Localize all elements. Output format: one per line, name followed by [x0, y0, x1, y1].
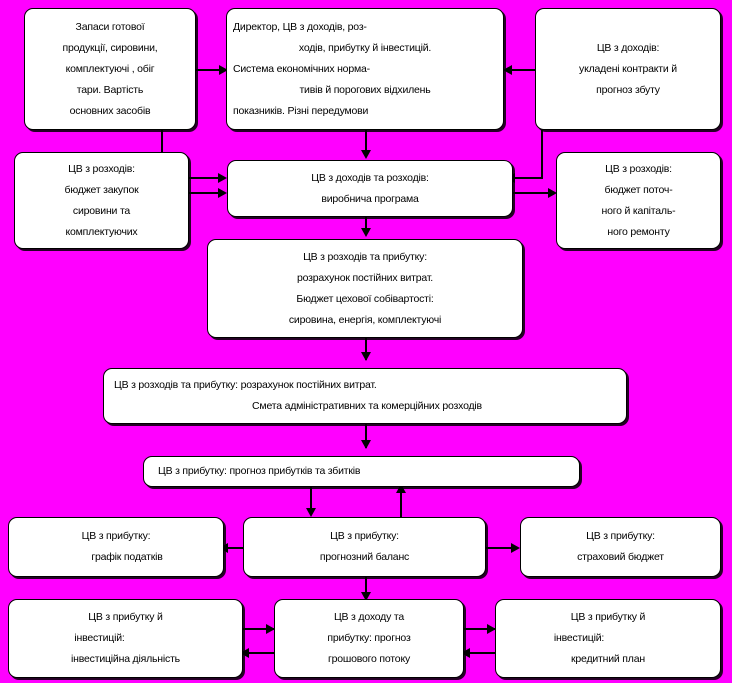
node-income-contracts[interactable]: ЦВ з доходів: укладені контракти й прогн…: [535, 8, 721, 130]
node-insurance-budget-line-2: страховий бюджет: [577, 551, 664, 563]
arrow-production-to-repair: [548, 188, 557, 198]
connector-admincost-to-profitloss-v: [365, 424, 367, 448]
node-cash-flow-line-3: грошового потоку: [327, 653, 410, 665]
node-credit-plan[interactable]: ЦВ з прибутку й інвестицій: кредитний пл…: [495, 599, 721, 678]
node-forecast-balance[interactable]: ЦВ з прибутку: прогнозний баланс: [243, 517, 486, 577]
node-tax-schedule[interactable]: ЦВ з прибутку: графік податків: [8, 517, 224, 577]
connector-credit-to-cashflow-h: [464, 652, 496, 654]
node-inventory-line-3: комплектуючі , обіг: [65, 62, 155, 75]
node-director-line-3: Система економічних норма-: [233, 62, 370, 75]
node-inventory[interactable]: Запаси готової продукції, сировини, комп…: [24, 8, 196, 130]
node-purchase-budget-line-2: бюджет закупок: [64, 183, 139, 196]
connector-contracts-to-production-v: [541, 130, 543, 178]
node-purchase-budget[interactable]: ЦВ з розходів: бюджет закупок сировини т…: [14, 152, 189, 249]
node-forecast-balance-line-2: прогнозний баланс: [319, 551, 410, 563]
node-cash-flow-line-1: ЦВ з доходу та: [333, 611, 405, 623]
node-insurance-budget[interactable]: ЦВ з прибутку: страховий бюджет: [520, 517, 721, 577]
arrow-credit-to-cashflow: [461, 648, 470, 658]
arrow-shopcost-to-admincost: [361, 352, 371, 361]
connector-cashflow-to-credit-h: [464, 628, 496, 630]
node-tax-schedule-line-2: графік податків: [91, 551, 163, 563]
arrow-admincost-to-profitloss: [361, 440, 371, 449]
arrow-balance-to-insurance: [511, 543, 520, 553]
node-repair-budget-line-4: ного ремонту: [607, 225, 670, 238]
node-director-line-5: показників. Різні передумови: [233, 104, 369, 117]
node-director-line-2: ходів, прибутку й інвестицій.: [298, 41, 432, 54]
node-inventory-line-2: продукції, сировини,: [62, 41, 158, 54]
arrow-cashflow-to-credit: [487, 624, 496, 634]
arrow-contracts-to-director: [503, 65, 512, 75]
arrow-inventory-to-director: [219, 65, 228, 75]
node-tax-schedule-line-1: ЦВ з прибутку:: [81, 530, 151, 542]
arrow-director-to-production: [361, 150, 371, 159]
node-purchase-budget-line-3: сировини та: [72, 204, 131, 217]
node-insurance-budget-line-1: ЦВ з прибутку:: [586, 530, 655, 542]
node-credit-plan-line-2: інвестицій:: [553, 632, 605, 644]
connector-contracts-to-director-h: [505, 69, 535, 71]
node-investment-activity[interactable]: ЦВ з прибутку й інвестицій: інвестиційна…: [8, 599, 243, 678]
connector-purchase-to-production-h: [189, 192, 223, 194]
connector-contracts-to-production-h: [513, 177, 543, 179]
node-repair-budget-line-2: бюджет поточ-: [604, 183, 673, 196]
node-shop-cost[interactable]: ЦВ з розходів та прибутку: розрахунок по…: [207, 239, 523, 338]
connector-balance-to-cashflow-v: [365, 577, 367, 599]
node-credit-plan-line-1: ЦВ з прибутку й: [570, 611, 646, 623]
node-investment-activity-line-1: ЦВ з прибутку й: [88, 611, 163, 623]
arrow-production-to-shopcost: [361, 228, 371, 237]
node-cash-flow[interactable]: ЦВ з доходу та прибутку: прогноз грошово…: [274, 599, 464, 678]
node-profit-loss-line-1: ЦВ з прибутку: прогноз прибутків та збит…: [158, 465, 361, 477]
node-production-program[interactable]: ЦВ з доходів та розходів: виробнича прог…: [227, 160, 513, 217]
connector-shopcost-to-admincost-v: [365, 338, 367, 360]
node-shop-cost-line-4: сировина, енергія, комплектуючі: [288, 313, 442, 326]
connector-balance-to-profitloss-v: [400, 490, 402, 517]
node-admin-cost-line-2: Смета адміністративних та комерційних ро…: [252, 400, 482, 412]
node-repair-budget-line-3: ного й капіталь-: [601, 204, 676, 217]
node-inventory-line-4: тари. Вартість: [76, 83, 144, 96]
connector-production-to-shopcost-v: [365, 217, 367, 234]
arrow-inventory-to-production: [218, 173, 227, 183]
node-shop-cost-line-2: розрахунок постійних витрат.: [297, 271, 433, 284]
node-income-contracts-line-1: ЦВ з доходів:: [596, 41, 660, 54]
node-admin-cost[interactable]: ЦВ з розходів та прибутку: розрахунок по…: [103, 368, 627, 424]
connector-inventory-to-director-h: [196, 69, 226, 71]
connector-inventory-to-production-h: [161, 177, 223, 179]
connector-balance-to-insurance-h: [486, 547, 516, 549]
connector-balance-to-tax-h: [224, 547, 254, 549]
node-production-program-line-2: виробнича програма: [321, 192, 419, 205]
connector-cashflow-to-investment-h: [243, 652, 275, 654]
node-purchase-budget-line-4: комплектуючих: [65, 225, 138, 238]
node-director-line-1: Директор, ЦВ з доходів, роз-: [233, 20, 367, 33]
node-profit-loss[interactable]: ЦВ з прибутку: прогноз прибутків та збит…: [143, 456, 580, 487]
node-inventory-line-1: Запаси готової: [75, 20, 145, 33]
node-director-line-4: тивів й порогових відхилень: [299, 83, 431, 96]
node-investment-activity-line-2: інвестицій:: [74, 632, 125, 644]
node-repair-budget-line-1: ЦВ з розходів:: [605, 162, 672, 175]
arrow-investment-to-cashflow: [266, 624, 275, 634]
node-cash-flow-line-2: прибутку: прогноз: [327, 632, 411, 644]
node-director[interactable]: Директор, ЦВ з доходів, роз- ходів, приб…: [226, 8, 504, 130]
arrow-cashflow-to-investment: [240, 648, 249, 658]
node-income-contracts-line-3: прогноз збуту: [596, 83, 660, 96]
node-income-contracts-line-2: укладені контракти й: [579, 62, 677, 75]
connector-director-to-production-v: [365, 130, 367, 157]
connector-investment-to-cashflow-h: [243, 628, 275, 630]
arrow-purchase-to-production: [218, 188, 227, 198]
node-repair-budget[interactable]: ЦВ з розходів: бюджет поточ- ного й капі…: [556, 152, 721, 249]
node-shop-cost-line-3: Бюджет цехової собівартості:: [296, 292, 434, 305]
arrow-balance-to-cashflow: [361, 592, 371, 601]
arrow-profitloss-to-balance: [306, 508, 316, 517]
node-inventory-line-5: основних засобів: [69, 104, 151, 117]
connector-production-to-repair-h: [513, 192, 553, 194]
node-shop-cost-line-1: ЦВ з розходів та прибутку:: [303, 250, 427, 263]
node-purchase-budget-line-1: ЦВ з розходів:: [68, 162, 135, 175]
arrow-balance-to-profitloss: [396, 484, 406, 493]
node-forecast-balance-line-1: ЦВ з прибутку:: [330, 530, 399, 542]
node-admin-cost-line-1: ЦВ з розходів та прибутку: розрахунок по…: [114, 379, 377, 391]
node-production-program-line-1: ЦВ з доходів та розходів:: [311, 171, 429, 184]
node-investment-activity-line-3: інвестиційна діяльність: [71, 653, 180, 665]
connector-profitloss-to-balance-v: [310, 487, 312, 515]
node-credit-plan-line-3: кредитний план: [571, 653, 645, 665]
